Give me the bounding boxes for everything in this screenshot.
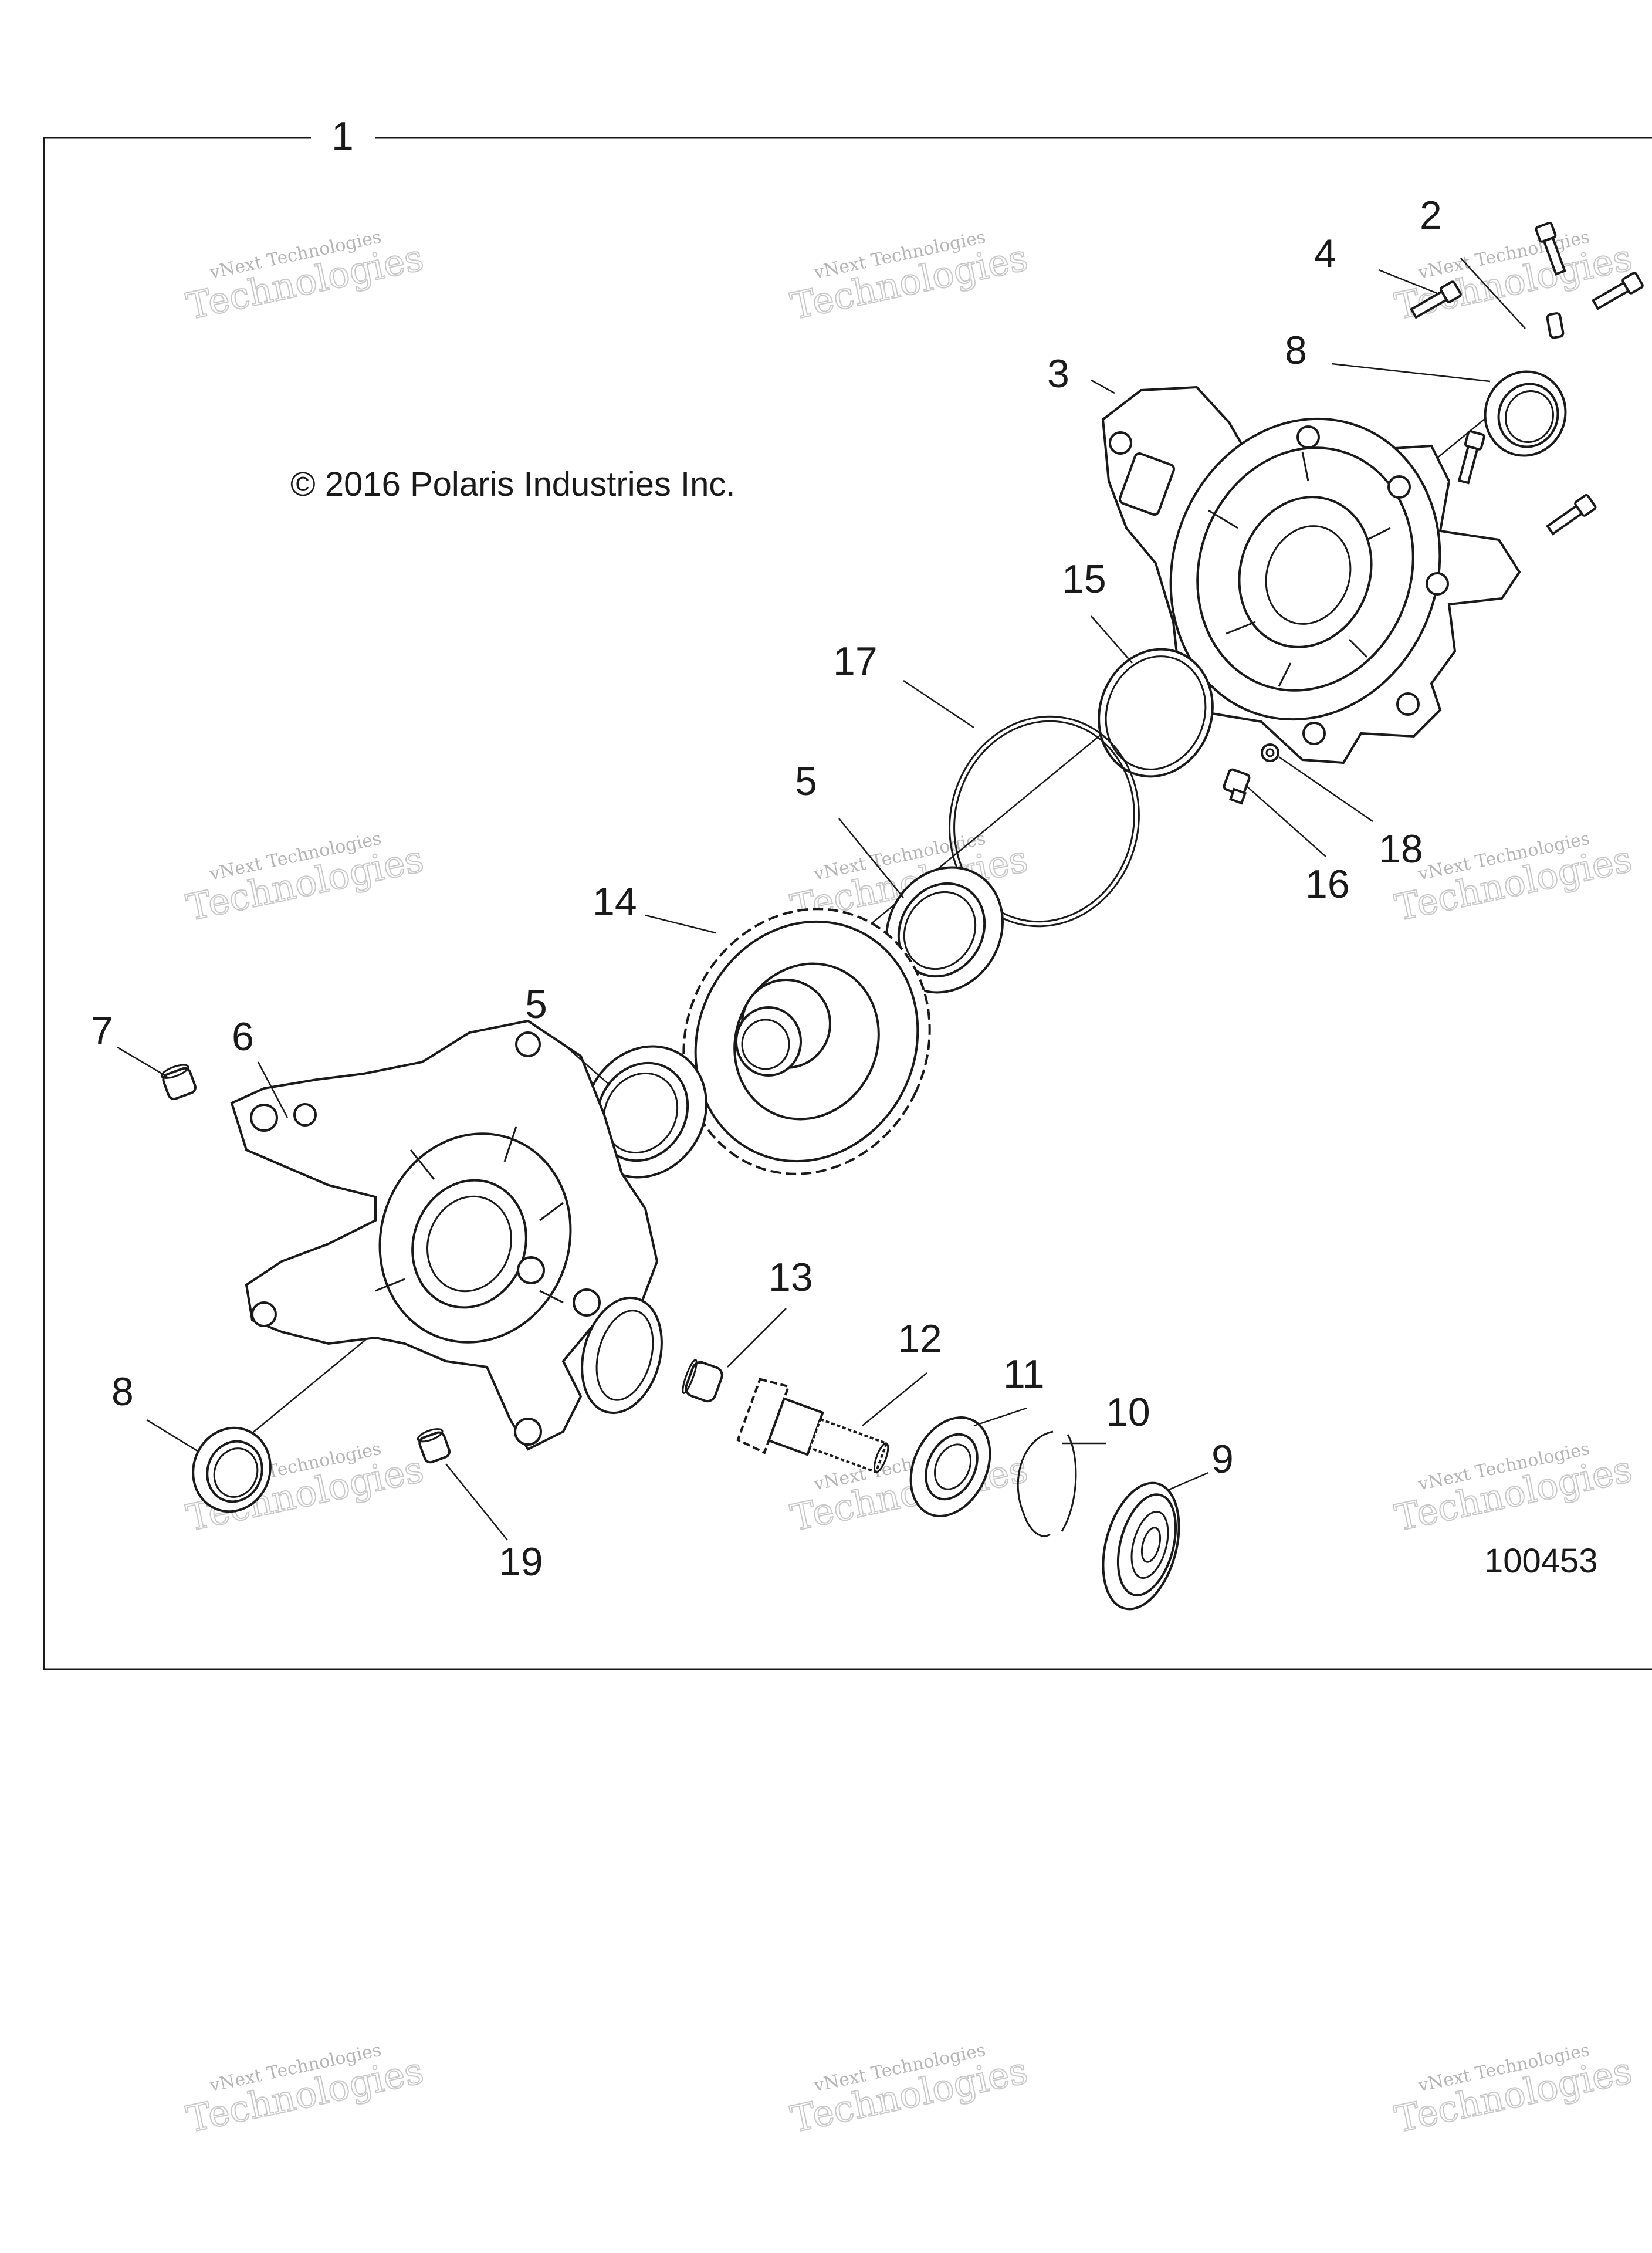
small-o-ring (1098, 648, 1214, 778)
callout-15: 15 (1062, 557, 1106, 601)
watermark: vNext Technologies Technologies (1391, 2040, 1637, 2142)
callout-12: 12 (898, 1317, 942, 1361)
callout-18: 18 (1379, 827, 1423, 871)
ring-gear (682, 908, 931, 1175)
upper-bearing (885, 866, 1004, 994)
bolt (1410, 280, 1462, 319)
bolt (1457, 430, 1485, 485)
callout-13: 13 (769, 1255, 813, 1300)
watermark: vNext Technologies Technologies (787, 227, 1032, 329)
callout-17: 17 (833, 639, 878, 684)
upper-oil-seal (1484, 370, 1567, 457)
leader-lines (117, 258, 1526, 1541)
bolt (1546, 494, 1597, 536)
callout-8-lower: 8 (111, 1369, 134, 1414)
lower-bearing (583, 1045, 707, 1179)
bolt (1535, 222, 1566, 276)
pinion-shaft (736, 1378, 889, 1474)
housing-plug (417, 1428, 451, 1464)
large-o-ring (949, 715, 1140, 928)
bolts (1410, 222, 1644, 536)
callout-5-lower: 5 (525, 982, 547, 1027)
callout-5-upper: 5 (795, 759, 817, 804)
assembly-frame (43, 137, 1652, 1670)
watermark: vNext Technologies Technologies (182, 2040, 428, 2142)
callout-2: 2 (1420, 193, 1442, 238)
watermark: vNext Technologies Technologies (182, 227, 428, 329)
pinion-seal (1102, 1481, 1180, 1611)
callout-4: 4 (1314, 231, 1336, 276)
needle-bushing (682, 1359, 723, 1403)
watermark: vNext Technologies Technologies (1391, 1439, 1637, 1540)
diagram-reference-number: 100453 (1484, 1542, 1598, 1580)
callout-9: 9 (1211, 1437, 1234, 1481)
callout-10: 10 (1106, 1390, 1150, 1435)
lower-oil-seal (192, 1426, 272, 1513)
callout-8-upper: 8 (1285, 328, 1307, 373)
callout-6: 6 (232, 1014, 254, 1059)
right-housing-cover (1101, 385, 1521, 764)
sealing-washer (1261, 743, 1279, 762)
callout-14: 14 (593, 879, 637, 924)
watermark: vNext Technologies Technologies (1391, 828, 1637, 930)
callout-3: 3 (1047, 351, 1069, 396)
watermark: vNext Technologies Technologies (787, 2040, 1032, 2142)
callout-19: 19 (499, 1540, 543, 1584)
watermark: vNext Technologies Technologies (182, 828, 428, 930)
pinion-bearing (909, 1416, 991, 1517)
bolt (1592, 272, 1644, 310)
callout-1: 1 (331, 114, 354, 158)
left-housing (230, 1019, 663, 1451)
callout-11: 11 (1003, 1352, 1045, 1396)
drain-plug (1223, 768, 1251, 805)
callout-labels: 1 2 4 8 3 15 17 5 14 5 7 6 18 16 13 12 1… (91, 114, 1442, 1584)
dowel-pin (1546, 312, 1565, 339)
breather-fitting (160, 1064, 197, 1100)
callout-16: 16 (1305, 862, 1350, 906)
callout-7: 7 (91, 1009, 113, 1053)
copyright-notice: © 2016 Polaris Industries Inc. (290, 465, 735, 503)
